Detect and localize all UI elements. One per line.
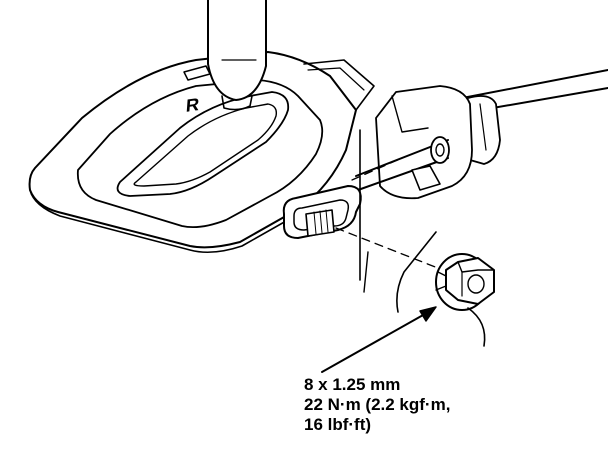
shift-cable-assembly	[282, 69, 608, 239]
mounting-bracket-lower	[396, 231, 486, 347]
shift-position-label: R	[185, 94, 200, 116]
shift-console	[28, 51, 375, 254]
panel-edge	[359, 129, 369, 293]
torque-spec-callout: 8 x 1.25 mm 22 N·m (2.2 kgf·m, 16 lbf·ft…	[304, 375, 450, 435]
callout-leader-arrow	[321, 306, 437, 373]
shift-lever	[207, 0, 267, 111]
torque-imperial-text: 16 lbf·ft)	[304, 415, 372, 434]
alignment-lines	[335, 157, 449, 273]
bolt-size-text: 8 x 1.25 mm	[304, 375, 401, 394]
flange-bolt	[435, 253, 495, 311]
torque-value-text: 22 N·m (2.2 kgf·m,	[304, 395, 451, 414]
